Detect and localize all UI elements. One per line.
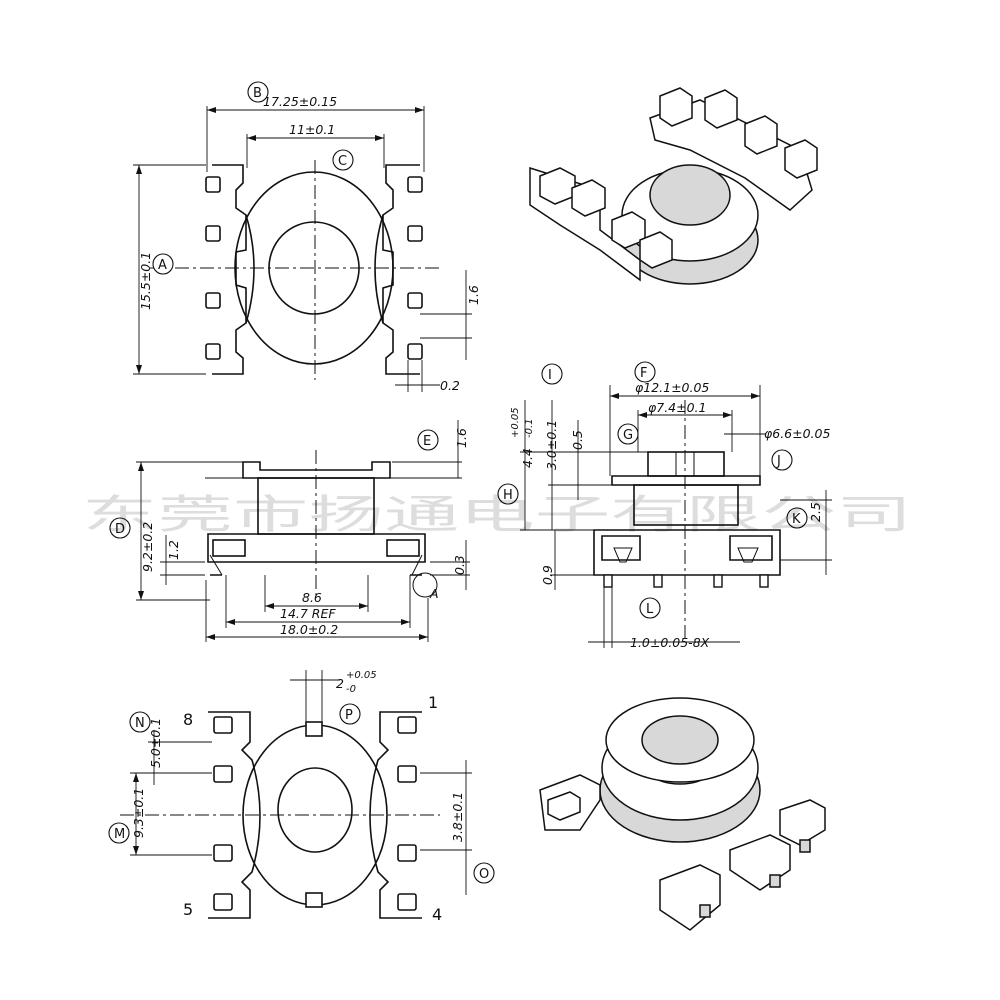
label-a: A [152,253,174,275]
dim-i-value: 4.4 [520,448,535,468]
dim-86-value: 8.6 [302,590,322,605]
label-p: P [339,703,361,725]
svg-text:P: P [345,708,353,723]
dim-n-value: 5.0±0.1 [148,718,163,768]
dim-a-value: 15.5±0.1 [138,252,153,310]
dim-180-value: 18.0±0.2 [280,622,338,637]
dim-b-value: 17.25±0.15 [263,94,337,109]
top-view: 17.25±0.15 B 11±0.1 C 15.5±0.1 A 1.6 0.2 [133,81,481,393]
svg-text:E: E [423,434,431,449]
pin-5: 5 [183,900,193,919]
svg-text:H: H [503,488,513,503]
dim-o-value: 3.8±0.1 [450,792,465,842]
svg-text:I: I [548,368,552,383]
dim-f-value: φ12.1±0.05 [635,380,709,395]
dim-g-value: φ7.4±0.1 [648,400,706,415]
dim-gap-value: 0.2 [440,378,460,393]
svg-text:C: C [338,154,347,169]
label-g: G [617,423,639,445]
label-m: M [108,822,130,844]
svg-text:M: M [114,827,125,842]
svg-text:A: A [158,258,167,273]
svg-text:K: K [792,512,801,527]
dim-30-value: 3.0±0.1 [544,420,559,470]
label-j: J [771,449,793,471]
pin-4: 4 [432,905,442,924]
svg-text:F: F [640,366,647,381]
label-e: E [417,429,439,451]
svg-text:B: B [253,86,262,101]
label-c: C [332,149,354,171]
dim-d-value: 9.2±0.2 [140,522,155,572]
bottom-view: 8 1 5 4 2 +0.05 -0 P 5.0±0.1 N 9.3±0.1 M… [108,670,495,924]
dim-j-value: φ6.6±0.05 [764,426,830,441]
dim-i-tol-up: +0.05 [510,407,521,438]
label-n: N [129,711,151,733]
svg-text:O: O [479,867,489,882]
dim-d-small-value: 1.2 [166,540,181,560]
pin-1: 1 [428,693,438,712]
svg-text:J: J [776,454,781,469]
side-view: A 1.6 E 9.2±0.2 D 1.2 0.3 8.6 14.7 REF [109,420,470,642]
dim-03-value: 0.3 [452,555,467,575]
dim-p-tol-up: +0.05 [346,670,377,681]
dim-pitch-value: 1.6 [466,285,481,305]
isometric-top [529,87,818,285]
section-view: φ12.1±0.05 F φ7.4±0.1 G φ6.6±0.05 J I 4.… [497,361,832,650]
detail-a-label: A [429,586,439,601]
label-b: B [247,81,269,103]
svg-text:N: N [135,716,145,731]
dim-l-value: 1.0±0.05-8X [630,635,710,650]
dim-05-value: 0.5 [570,430,585,450]
pin-8: 8 [183,710,193,729]
dim-c-value: 11±0.1 [289,122,335,137]
dim-p-tol-dn: -0 [346,684,356,695]
watermark: 东莞市扬通电子有限公司 [82,492,912,538]
label-l: L [639,597,661,619]
svg-text:L: L [646,602,654,617]
dim-m-value: 9.3±0.1 [131,788,146,838]
label-f: F [634,361,656,383]
dim-k-value: 2.5 [808,502,823,522]
label-d: D [109,517,131,539]
svg-text:G: G [623,428,633,443]
dim-p-value: 2 [336,676,344,691]
dim-e-value: 1.6 [454,428,469,448]
label-h: H [497,483,519,505]
svg-text:D: D [115,522,125,537]
label-o: O [473,862,495,884]
isometric-bottom [539,697,826,931]
dim-i-tol-dn: -0.1 [524,418,535,438]
dim-09-value: 0.9 [540,565,555,585]
dim-147-value: 14.7 REF [280,606,336,621]
label-k: K [786,507,808,529]
label-i: I [541,363,563,385]
